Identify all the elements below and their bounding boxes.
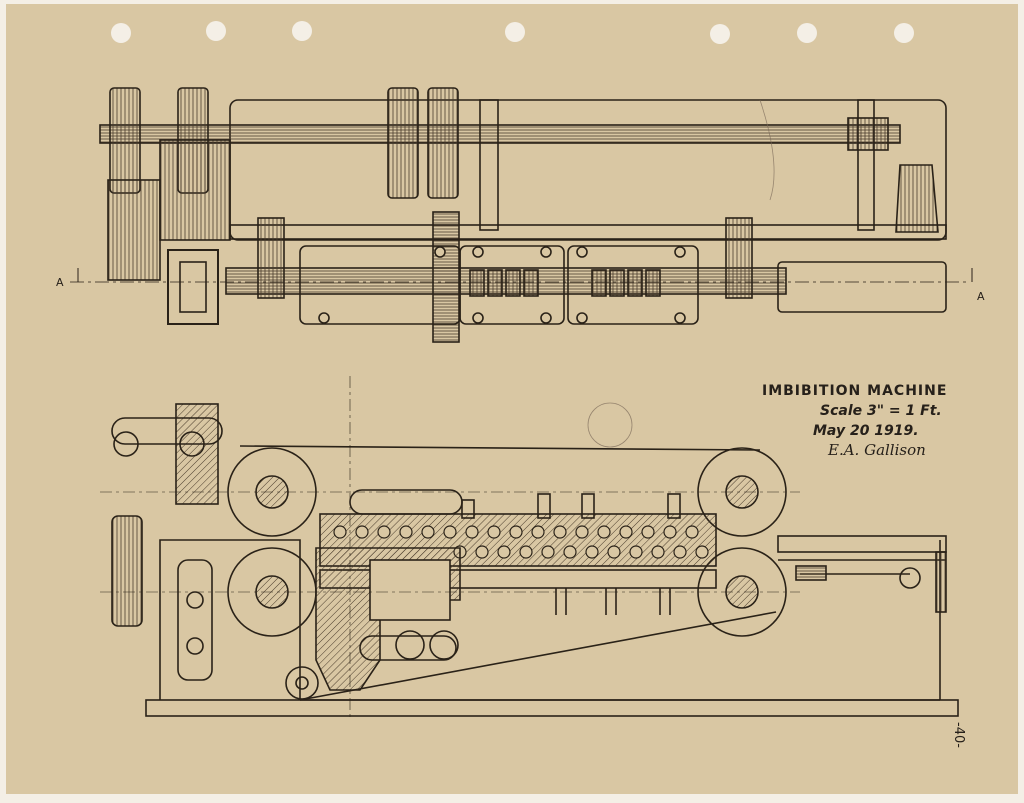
elevation-view [100, 376, 959, 720]
section-mark-right: A [977, 290, 985, 303]
drawing-scale: Scale 3" = 1 Ft. [820, 403, 942, 419]
drawing-date: May 20 1919. [813, 423, 919, 439]
page-number: -40- [951, 722, 966, 748]
punch-holes [111, 21, 914, 44]
drawing-title: IMBIBITION MACHINE [762, 383, 948, 399]
plan-view [70, 87, 973, 343]
pencil-marks [587, 99, 775, 448]
drawing-signature: E.A. Gallison [828, 441, 926, 459]
section-mark-left: A [56, 276, 64, 289]
